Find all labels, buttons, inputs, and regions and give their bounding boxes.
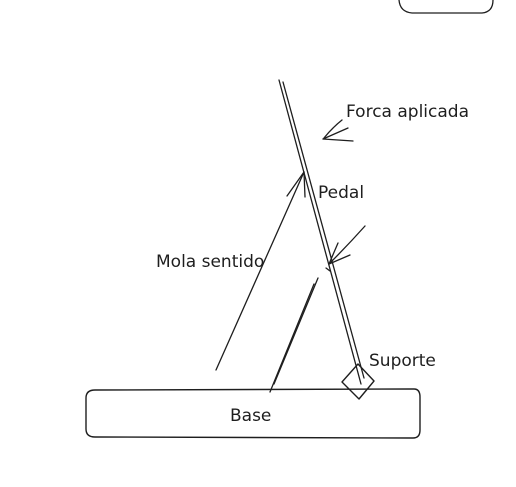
top-right-box-fragment xyxy=(398,0,494,14)
spring-body xyxy=(269,277,319,393)
force-label: Forca aplicada xyxy=(346,102,469,122)
pedal-lever xyxy=(278,79,365,385)
spring-label: Mola sentido xyxy=(156,252,264,272)
base-block xyxy=(85,388,421,439)
support-label: Suporte xyxy=(369,351,436,371)
force-arrow xyxy=(322,119,354,142)
pedal-label: Pedal xyxy=(318,183,364,203)
pedal-force-arrow xyxy=(325,225,366,272)
spring-direction-arrow xyxy=(215,171,306,371)
base-label: Base xyxy=(230,406,271,426)
support-pivot-icon xyxy=(341,363,375,400)
